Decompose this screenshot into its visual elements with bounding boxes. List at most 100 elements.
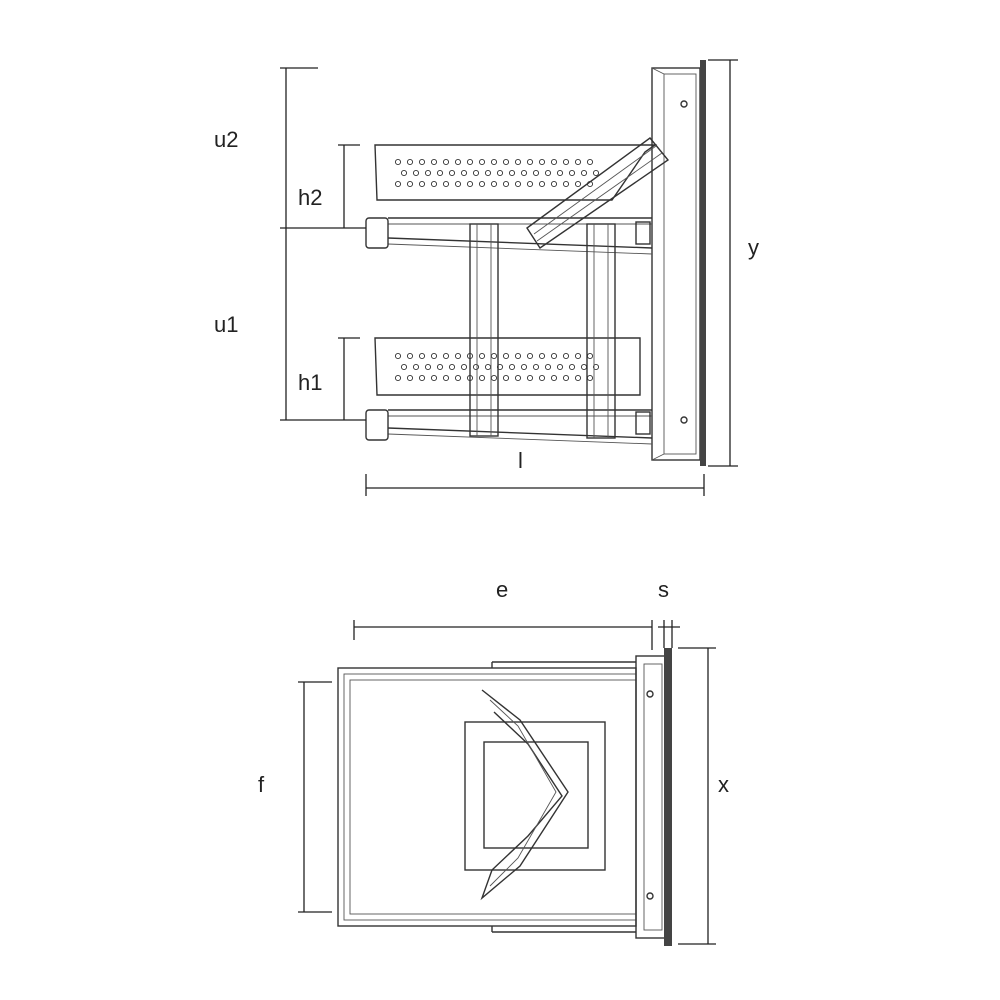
perforation-hole	[460, 169, 468, 177]
perforation-hole	[448, 363, 456, 371]
perforation-hole	[514, 374, 522, 382]
perforation-hole	[460, 363, 468, 371]
perforation-hole	[430, 180, 438, 188]
perforation-hole	[520, 169, 528, 177]
perforation-hole	[466, 158, 474, 166]
perforation-hole	[406, 352, 414, 360]
side-view: u2 u1 h2 h1 y l	[214, 59, 759, 496]
perforation-hole	[442, 180, 450, 188]
perforation-hole	[562, 374, 570, 382]
perforation-hole	[592, 169, 600, 177]
perforation-hole	[454, 180, 462, 188]
dimension-f: f	[258, 681, 332, 913]
label-e: e	[496, 577, 508, 602]
label-l: l	[518, 448, 523, 473]
label-y: y	[748, 235, 759, 260]
dimension-e: e	[353, 577, 653, 650]
perforation-hole	[574, 352, 582, 360]
perforation-hole	[406, 158, 414, 166]
label-u2: u2	[214, 127, 238, 152]
perforation-hole	[526, 374, 534, 382]
exit-pictogram	[464, 689, 606, 901]
upper-shelf-perforation	[394, 158, 600, 188]
perforation-hole	[484, 363, 492, 371]
perforation-hole	[412, 363, 420, 371]
perforation-hole	[508, 169, 516, 177]
perforation-hole	[394, 180, 402, 188]
dimension-y: y	[708, 59, 759, 467]
dimension-h1: h1	[298, 337, 360, 420]
perforation-hole	[580, 363, 588, 371]
perforation-hole	[478, 352, 486, 360]
perforation-hole	[424, 169, 432, 177]
perforation-hole	[556, 363, 564, 371]
dimension-s: s	[658, 577, 680, 648]
perforation-hole	[412, 169, 420, 177]
perforation-hole	[418, 180, 426, 188]
perforation-hole	[532, 169, 540, 177]
vertical-post-left	[469, 223, 499, 437]
perforation-hole	[442, 374, 450, 382]
perforation-hole	[430, 374, 438, 382]
perforation-hole	[490, 180, 498, 188]
lower-shelf	[374, 337, 641, 396]
dimension-u1: u1	[214, 227, 366, 421]
perforation-hole	[418, 374, 426, 382]
diagonal-strut	[526, 137, 670, 249]
perforation-hole	[514, 158, 522, 166]
perforation-hole	[490, 352, 498, 360]
perforation-hole	[550, 158, 558, 166]
perforation-hole	[526, 180, 534, 188]
label-x: x	[718, 772, 729, 797]
perforation-hole	[586, 374, 594, 382]
perforation-hole	[418, 158, 426, 166]
perforation-hole	[436, 363, 444, 371]
perforation-hole	[478, 374, 486, 382]
perforation-hole	[544, 169, 552, 177]
perforation-hole	[502, 158, 510, 166]
perforation-hole	[556, 169, 564, 177]
perforation-hole	[520, 363, 528, 371]
perforation-hole	[550, 180, 558, 188]
perforation-hole	[466, 180, 474, 188]
perforation-hole	[406, 180, 414, 188]
perforation-hole	[502, 374, 510, 382]
perforation-hole	[454, 158, 462, 166]
perforation-hole	[574, 180, 582, 188]
perforation-hole	[448, 169, 456, 177]
perforation-hole	[562, 158, 570, 166]
perforation-hole	[472, 169, 480, 177]
perforation-hole	[568, 169, 576, 177]
perforation-hole	[394, 352, 402, 360]
perforation-hole	[574, 158, 582, 166]
label-s: s	[658, 577, 669, 602]
perforation-hole	[544, 363, 552, 371]
lower-shelf-perforation	[394, 352, 600, 382]
dimension-x: x	[678, 647, 729, 945]
perforation-hole	[394, 158, 402, 166]
perforation-hole	[418, 352, 426, 360]
perforation-hole	[550, 374, 558, 382]
perforation-hole	[394, 374, 402, 382]
label-u1: u1	[214, 312, 238, 337]
perforation-hole	[496, 169, 504, 177]
perforation-hole	[526, 158, 534, 166]
perforation-hole	[454, 352, 462, 360]
perforation-hole	[562, 180, 570, 188]
perforation-hole	[478, 180, 486, 188]
label-h2: h2	[298, 185, 322, 210]
perforation-hole	[406, 374, 414, 382]
perforation-hole	[538, 352, 546, 360]
perforation-hole	[538, 158, 546, 166]
perforation-hole	[508, 363, 516, 371]
perforation-hole	[424, 363, 432, 371]
perforation-hole	[484, 169, 492, 177]
perforation-hole	[400, 363, 408, 371]
perforation-hole	[478, 158, 486, 166]
perforation-hole	[514, 180, 522, 188]
perforation-hole	[472, 363, 480, 371]
perforation-hole	[538, 180, 546, 188]
dimension-l: l	[365, 448, 705, 496]
label-f: f	[258, 772, 265, 797]
